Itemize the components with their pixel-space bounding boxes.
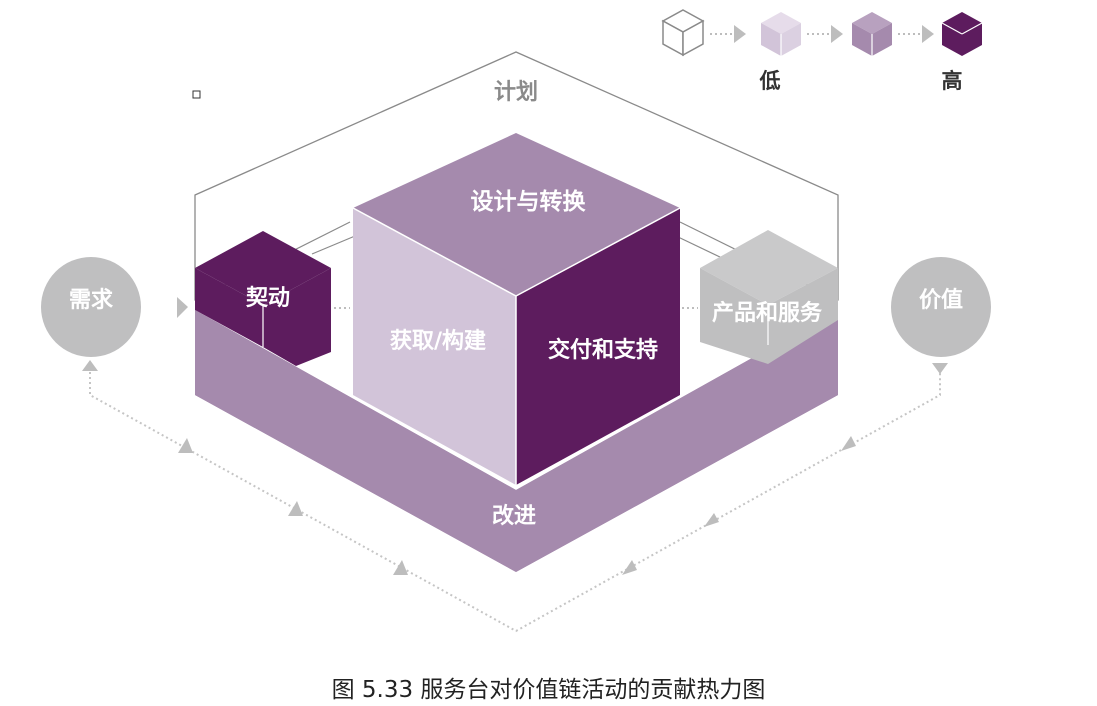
engage-label: 契动: [245, 286, 290, 311]
design-face: [353, 133, 680, 296]
return-arrow-down-right-icon: [932, 363, 948, 374]
return-arrow-up-left-icon: [82, 360, 98, 371]
legend: 低 高: [661, 9, 983, 93]
main-cube: [352, 133, 681, 485]
legend-cube-empty-icon: [661, 9, 705, 57]
legend-arrow-1-icon: [734, 25, 746, 43]
deliver-label: 交付和支持: [548, 337, 658, 363]
return-arrow-2-icon: [288, 501, 303, 516]
plan-label: 计划: [494, 80, 538, 105]
obtain-face: [353, 208, 516, 485]
products-label: 产品和服务: [712, 301, 823, 326]
legend-cube-mid-icon: [852, 12, 892, 56]
return-arrow-6-icon: [841, 436, 856, 451]
legend-arrow-3-icon: [922, 25, 934, 43]
return-arrow-1-icon: [178, 438, 193, 453]
marker-square: [192, 90, 201, 99]
return-arrow-4-icon: [622, 560, 637, 575]
return-path: [82, 360, 948, 633]
demand-arrow-icon: [177, 297, 188, 318]
obtain-label: 获取/构建: [390, 328, 486, 354]
return-arrow-5-icon: [704, 513, 719, 527]
value-circle: [891, 257, 991, 357]
legend-cube-dark-icon: [941, 12, 983, 56]
deliver-face: [516, 208, 680, 485]
legend-arrow-2-icon: [831, 25, 843, 43]
legend-low-label: 低: [759, 69, 781, 93]
value-label: 价值: [919, 287, 963, 313]
engage-cube: [195, 231, 331, 366]
demand-circle: [41, 257, 141, 357]
products-cube: [700, 230, 838, 364]
demand-label: 需求: [69, 288, 113, 313]
figure-caption: 图 5.33 服务台对价值链活动的贡献热力图: [331, 677, 766, 703]
legend-high-label: 高: [942, 69, 963, 93]
design-label: 设计与转换: [471, 188, 587, 215]
improve-label: 改进: [492, 503, 536, 529]
return-arrow-3-icon: [393, 560, 408, 575]
legend-cube-light-icon: [761, 12, 801, 56]
